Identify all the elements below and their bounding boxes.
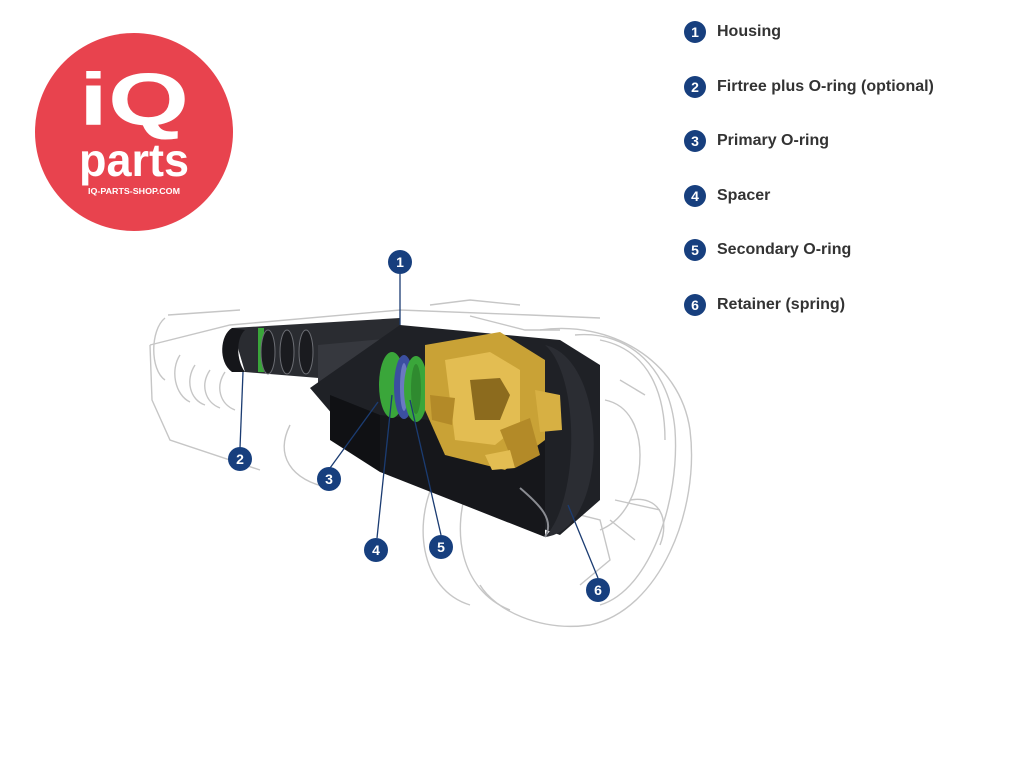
- svg-text:5: 5: [437, 539, 445, 555]
- legend-item-retainer: 6 Retainer (spring): [684, 293, 934, 317]
- callout-badge-1: 1: [388, 250, 412, 274]
- legend-item-primary-o-ring: 3 Primary O-ring: [684, 129, 934, 153]
- seal-stack: [379, 352, 428, 422]
- callout-badge-3: 3: [317, 467, 341, 491]
- legend-badge: 4: [684, 184, 706, 207]
- legend-label: Firtree plus O-ring (optional): [717, 77, 934, 95]
- callout-lines: [239, 274, 599, 579]
- iq-parts-logo: iQ parts IQ-PARTS-SHOP.COM: [35, 33, 233, 231]
- legend-label: Secondary O-ring: [717, 241, 852, 258]
- legend-badge: 6: [684, 293, 706, 316]
- legend-badge: 1: [684, 21, 706, 43]
- legend-item-spacer: 4 Spacer: [684, 184, 934, 208]
- svg-text:3: 3: [325, 471, 333, 487]
- svg-text:4: 4: [372, 542, 380, 558]
- legend-badge: 2: [684, 75, 706, 98]
- logo-line-2: parts: [79, 134, 189, 186]
- legend-item-secondary-o-ring: 5 Secondary O-ring: [684, 238, 934, 262]
- legend-badge: 3: [684, 130, 706, 152]
- retainer: [425, 332, 562, 470]
- legend-label: Housing: [717, 23, 781, 40]
- ghost-outline: [149, 299, 693, 627]
- legend-label: Retainer (spring): [717, 295, 846, 313]
- svg-text:6: 6: [594, 582, 602, 598]
- callout-badge-4: 4: [364, 538, 388, 562]
- svg-text:1: 1: [396, 254, 404, 270]
- legend-label: Spacer: [717, 186, 771, 204]
- logo-line-1: iQ: [79, 58, 189, 141]
- logo-tagline: IQ-PARTS-SHOP.COM: [88, 187, 180, 196]
- legend-item-firtree: 2 Firtree plus O-ring (optional): [684, 75, 934, 99]
- logo-circle: [35, 33, 233, 231]
- legend-label: Primary O-ring: [717, 132, 830, 149]
- callout-badge-2: 2: [228, 447, 252, 471]
- callout-badge-5: 5: [429, 535, 453, 559]
- legend-badge: 5: [684, 239, 706, 261]
- parts-legend: 1 Housing 2 Firtree plus O-ring (optiona…: [684, 20, 934, 347]
- callout-badge-6: 6: [586, 578, 610, 602]
- legend-item-housing: 1 Housing: [684, 20, 934, 44]
- svg-text:2: 2: [236, 451, 244, 467]
